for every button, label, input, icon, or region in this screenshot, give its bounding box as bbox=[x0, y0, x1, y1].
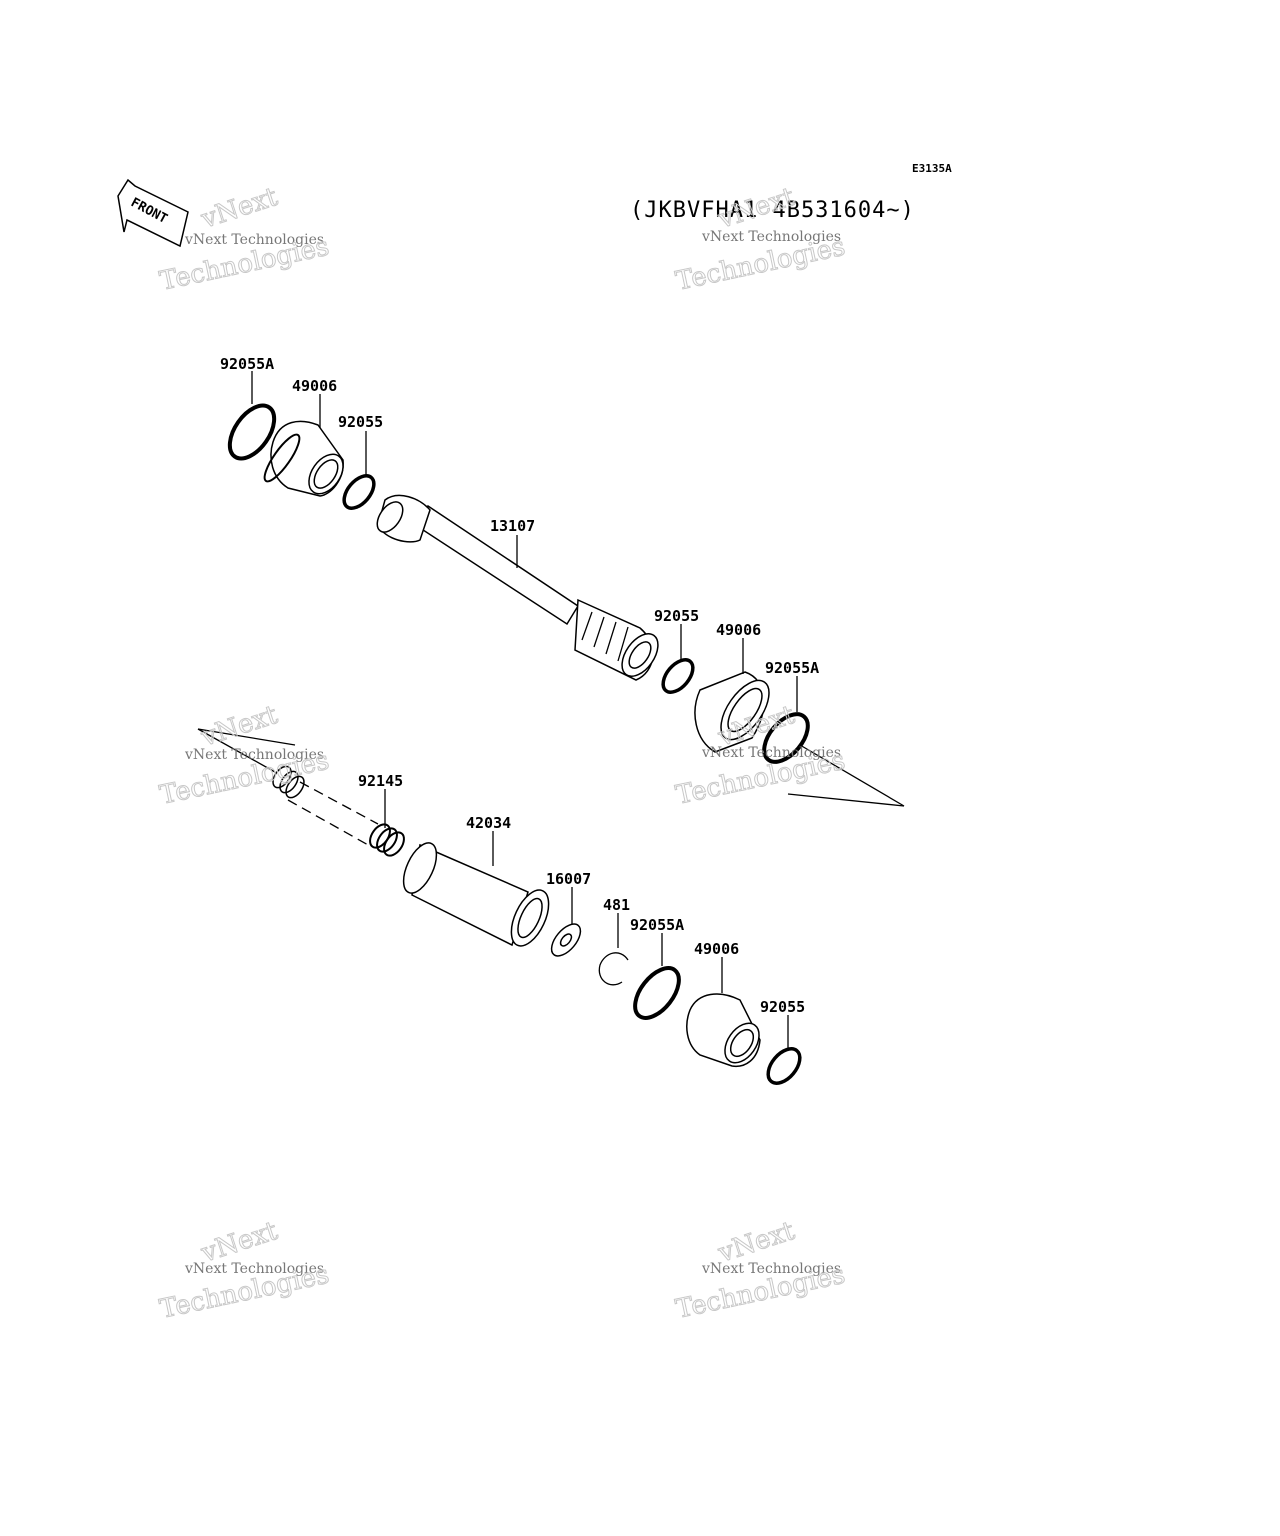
svg-text:vNext Technologies: vNext Technologies bbox=[701, 1261, 841, 1277]
leader-lines bbox=[251, 371, 798, 1048]
drive-shaft-13107 bbox=[376, 494, 659, 681]
guide-line-left bbox=[197, 728, 296, 746]
svg-text:vNext Technologies: vNext Technologies bbox=[701, 745, 841, 761]
part-label-92055-c: 92055 bbox=[760, 998, 805, 1016]
svg-text:vNext: vNext bbox=[197, 700, 282, 753]
svg-text:vNext: vNext bbox=[714, 182, 799, 235]
o-ring-92055-lower bbox=[766, 1047, 802, 1085]
svg-text:vNext Technologies: vNext Technologies bbox=[701, 229, 841, 245]
guide-line-left-lower bbox=[197, 728, 276, 773]
o-ring-92055-upper-right bbox=[661, 658, 695, 694]
part-label-92055a-b: 92055A bbox=[765, 659, 819, 677]
dashed-line-lower bbox=[287, 799, 371, 847]
washer-16007 bbox=[550, 923, 582, 957]
boot-49006-lower bbox=[686, 993, 761, 1068]
part-label-49006-c: 49006 bbox=[694, 940, 739, 958]
watermark-bottom-left: vNext vNext Technologies Technologies bbox=[157, 1215, 333, 1325]
part-label-92055a-c: 92055A bbox=[630, 916, 684, 934]
svg-text:vNext Technologies: vNext Technologies bbox=[184, 747, 324, 763]
svg-text:vNext Technologies: vNext Technologies bbox=[184, 1261, 324, 1277]
part-label-92145: 92145 bbox=[358, 772, 403, 790]
circlip-481 bbox=[598, 952, 629, 986]
part-label-481: 481 bbox=[603, 896, 630, 914]
o-ring-92055a-upper-right bbox=[762, 712, 810, 764]
o-ring-92055a-lower bbox=[633, 966, 681, 1020]
sleeve-42034 bbox=[402, 842, 550, 947]
diagram-code: E3135A bbox=[912, 162, 952, 175]
o-ring-92055-upper-left bbox=[342, 474, 376, 510]
front-arrow-icon: FRONT bbox=[117, 178, 189, 248]
watermark-bottom-right: vNext vNext Technologies Technologies bbox=[673, 1215, 849, 1325]
spring-92145 bbox=[369, 823, 405, 857]
part-label-13107: 13107 bbox=[490, 517, 535, 535]
part-label-49006-b: 49006 bbox=[716, 621, 761, 639]
part-label-16007: 16007 bbox=[546, 870, 591, 888]
o-ring-92055a-upper-left bbox=[227, 403, 277, 461]
part-label-92055a: 92055A bbox=[220, 355, 274, 373]
dashed-line-upper bbox=[299, 781, 379, 825]
svg-text:vNext: vNext bbox=[197, 182, 282, 235]
part-label-92055-b: 92055 bbox=[654, 607, 699, 625]
boot-49006-upper-left bbox=[263, 420, 344, 497]
spring-92145-phantom bbox=[272, 765, 305, 799]
watermark-mid-left: vNext vNext Technologies Technologies bbox=[157, 699, 333, 811]
svg-text:vNext Technologies: vNext Technologies bbox=[184, 232, 324, 248]
part-label-42034: 42034 bbox=[466, 814, 511, 832]
guide-line-right-lower bbox=[787, 793, 905, 807]
watermark-top-left: vNext vNext Technologies Technologies bbox=[157, 181, 333, 297]
boot-49006-upper-right bbox=[694, 671, 770, 753]
serial-range: (JKBVFHA1 4B531604~) bbox=[630, 198, 915, 223]
part-label-92055: 92055 bbox=[338, 413, 383, 431]
guide-line-right bbox=[799, 744, 905, 807]
part-label-49006: 49006 bbox=[292, 377, 337, 395]
